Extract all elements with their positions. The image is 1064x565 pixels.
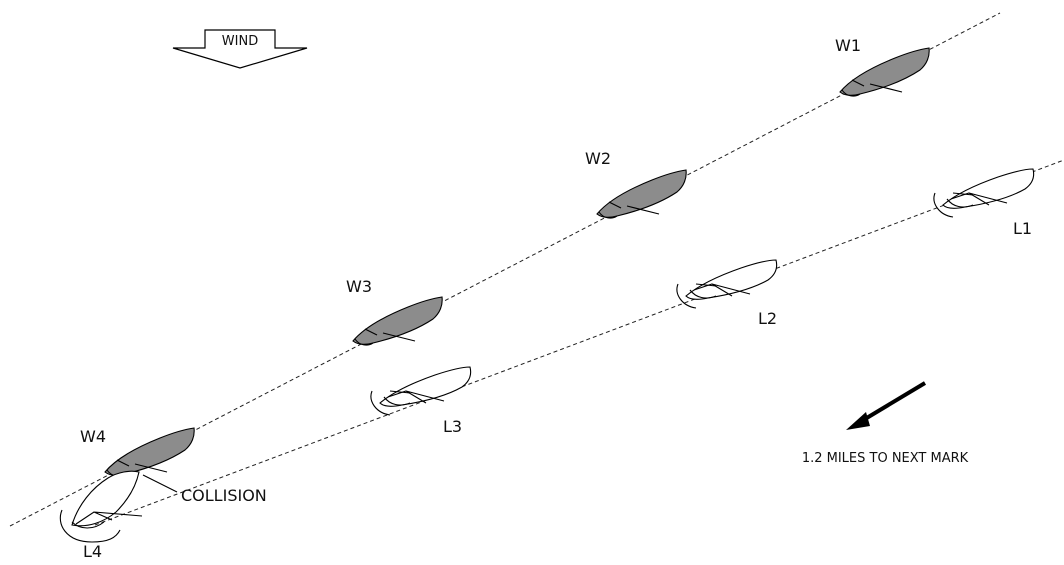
leeward-track [94,159,1064,526]
boat-label-l2: L2 [758,309,777,328]
windward-boat-w2: W2 [585,149,687,219]
boat-label-l3: L3 [443,417,462,436]
leeward-boat-l1: L1 [933,168,1035,238]
boat-label-w2: W2 [585,149,611,168]
boat-label-w3: W3 [346,277,372,296]
arrow-head-icon [846,412,870,430]
wind-label: WIND [222,34,258,49]
leeward-boat-l3: L3 [370,366,472,436]
windward-boat-w1: W1 [835,36,930,97]
boat-label-w1: W1 [835,36,861,55]
windward-boat-w4: W4 [80,427,195,477]
leeward-boat-l4: L4 [59,470,143,561]
next-mark-indicator: 1.2 MILES TO NEXT MARK [802,381,969,466]
collision-callout: COLLISION [142,474,267,505]
next-mark-label: 1.2 MILES TO NEXT MARK [802,451,969,466]
leeward-boat-l2: L2 [676,259,778,328]
boat-label-l1: L1 [1013,219,1032,238]
collision-label: COLLISION [181,486,267,505]
boat-label-w4: W4 [80,427,106,446]
windward-boat-w3: W3 [346,277,443,346]
wind-arrow: WIND [172,29,308,69]
boat-label-l4: L4 [83,542,102,561]
